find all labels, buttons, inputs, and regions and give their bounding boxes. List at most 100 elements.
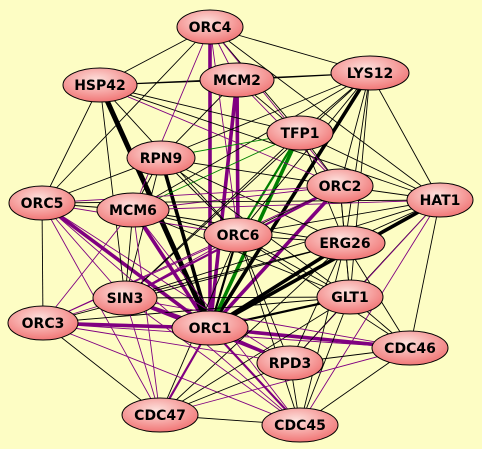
node-ellipse[interactable]	[121, 397, 199, 433]
node-label: CDC47	[134, 408, 186, 424]
node-cdc46[interactable]: CDC46	[371, 330, 449, 366]
node-hat1[interactable]: HAT1	[406, 182, 474, 218]
node-orc4[interactable]: ORC4	[176, 9, 244, 45]
node-label: LYS12	[347, 66, 393, 82]
edge-mcm6-glt1	[132, 209, 351, 298]
edge-orc5-orc3	[41, 202, 44, 324]
edge-orc3-rpd3	[42, 322, 291, 364]
edge-sin3-cdc45	[124, 297, 301, 426]
edge-orc6-rpd3	[237, 234, 291, 364]
node-label: ORC1	[189, 321, 232, 337]
edge-erg26-orc3	[42, 242, 346, 324]
edge-orc6-hat1	[237, 199, 441, 236]
node-orc5[interactable]: ORC5	[8, 185, 76, 221]
edge-orc1-orc5	[40, 201, 212, 330]
node-ellipse[interactable]	[203, 217, 273, 253]
node-orc2[interactable]: ORC2	[306, 168, 374, 204]
node-label: HSP42	[74, 78, 126, 94]
node-sin3[interactable]: SIN3	[92, 280, 158, 316]
edge-orc4-orc2	[209, 26, 341, 187]
edge-orc2-orc5	[41, 185, 341, 204]
node-label: ORC6	[217, 228, 260, 244]
edge-orc5-cdc45	[41, 202, 301, 426]
node-ellipse[interactable]	[126, 140, 196, 176]
node-rpd3[interactable]: RPD3	[256, 345, 324, 381]
edge-orc3-cdc45	[42, 322, 301, 426]
node-ellipse[interactable]	[7, 305, 79, 341]
node-label: SIN3	[107, 291, 144, 307]
node-ellipse[interactable]	[304, 225, 386, 261]
edge-rpn9-erg26	[160, 157, 346, 244]
node-mcm6[interactable]: MCM6	[96, 192, 170, 228]
edge-orc4-orc6	[209, 26, 239, 236]
edge-rpn9-sin3	[124, 157, 162, 299]
node-label: MCM6	[109, 203, 157, 219]
edge-lys12-orc6	[237, 72, 371, 236]
node-label: RPD3	[269, 356, 311, 372]
node-orc1[interactable]: ORC1	[171, 310, 249, 346]
node-ellipse[interactable]	[176, 9, 244, 45]
edge-hat1-cdc46	[409, 199, 441, 349]
edge-erg26-sin3	[124, 242, 346, 299]
node-ellipse[interactable]	[92, 280, 158, 316]
edge-glt1-orc3	[42, 296, 351, 324]
node-orc3[interactable]: ORC3	[7, 305, 79, 341]
edge-glt1-cdc45	[299, 296, 351, 426]
node-ellipse[interactable]	[8, 185, 76, 221]
edge-erg26-rpd3	[289, 242, 346, 364]
edge-erg26-cdc45	[299, 242, 346, 426]
edge-orc4-mcm6	[132, 26, 211, 211]
edge-glt1-cdc47	[159, 296, 351, 416]
edge-mcm2-orc6	[235, 78, 240, 237]
node-ellipse[interactable]	[261, 407, 339, 443]
node-ellipse[interactable]	[256, 345, 324, 381]
node-label: ORC3	[22, 316, 65, 332]
node-label: CDC46	[384, 341, 436, 357]
edge-orc6-orc3	[42, 234, 239, 324]
node-rpn9[interactable]: RPN9	[126, 140, 196, 176]
node-cdc45[interactable]: CDC45	[261, 407, 339, 443]
node-mcm2[interactable]: MCM2	[199, 62, 275, 98]
edge-mcm6-cdc47	[132, 209, 161, 416]
edge-sin3-cdc46	[124, 297, 411, 349]
node-ellipse[interactable]	[266, 115, 334, 151]
node-label: RPN9	[140, 151, 183, 167]
edge-lys12-hat1	[369, 72, 441, 201]
edge-hsp42-orc2	[99, 84, 341, 187]
node-ellipse[interactable]	[406, 182, 474, 218]
edge-orc4-orc5	[41, 26, 211, 204]
edge-mcm6-hat1	[132, 199, 441, 211]
edge-hat1-cdc45	[299, 199, 441, 426]
edge-orc1-lys12	[208, 71, 372, 330]
edge-cdc47-cdc46	[159, 347, 411, 416]
node-label: MCM2	[213, 73, 261, 89]
node-ellipse[interactable]	[199, 62, 275, 98]
edge-sin3-cdc47	[124, 297, 161, 416]
edge-tfp1-orc6	[236, 131, 302, 237]
node-ellipse[interactable]	[371, 330, 449, 366]
node-ellipse[interactable]	[171, 310, 249, 346]
node-ellipse[interactable]	[96, 192, 170, 228]
node-erg26[interactable]: ERG26	[304, 225, 386, 261]
node-cdc47[interactable]: CDC47	[121, 397, 199, 433]
edge-tfp1-mcm6	[132, 132, 301, 211]
node-ellipse[interactable]	[306, 168, 374, 204]
node-label: ORC2	[319, 179, 362, 195]
node-label: ERG26	[319, 236, 370, 252]
edge-lys12-orc2	[339, 72, 371, 187]
edge-erg26-cdc47	[159, 242, 346, 416]
node-hsp42[interactable]: HSP42	[62, 67, 138, 103]
node-glt1[interactable]: GLT1	[316, 279, 384, 315]
node-ellipse[interactable]	[316, 279, 384, 315]
node-lys12[interactable]: LYS12	[330, 55, 410, 91]
node-label: ORC4	[189, 20, 232, 36]
edge-hat1-sin3	[124, 199, 441, 299]
edge-glt1-sin3	[124, 296, 351, 299]
node-ellipse[interactable]	[330, 55, 410, 91]
node-tfp1[interactable]: TFP1	[266, 115, 334, 151]
edge-orc6-cdc45	[237, 234, 301, 426]
edge-mcm6-orc3	[42, 209, 134, 324]
edge-lys12-erg26	[344, 72, 371, 244]
node-ellipse[interactable]	[62, 67, 138, 103]
node-orc6[interactable]: ORC6	[203, 217, 273, 253]
